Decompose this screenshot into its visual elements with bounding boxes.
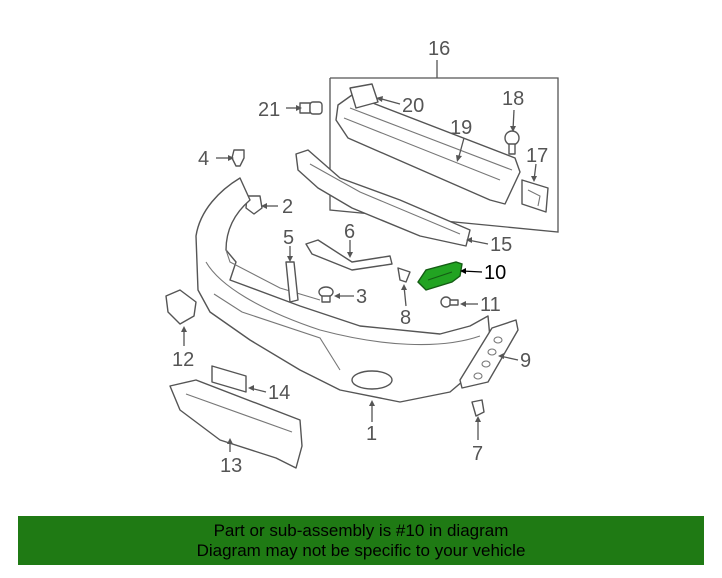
plate-14 bbox=[211, 365, 247, 393]
callout-10: 10 bbox=[484, 262, 506, 284]
callout-12: 12 bbox=[172, 349, 194, 371]
side-bracket bbox=[521, 179, 549, 213]
banner-line-2: Diagram may not be specific to your vehi… bbox=[196, 541, 526, 560]
callout-2: 2 bbox=[282, 196, 293, 218]
side-bracket-9 bbox=[459, 319, 519, 389]
impact-bar bbox=[335, 94, 521, 205]
bracket-5 bbox=[285, 261, 299, 303]
parts-diagram: 16 21 20 18 19 17 4 2 5 6 15 3 10 11 8 9… bbox=[165, 38, 559, 477]
callout-5: 5 bbox=[283, 227, 294, 249]
bumper-cover bbox=[195, 177, 491, 403]
callout-8: 8 bbox=[400, 307, 411, 329]
leader-lines bbox=[181, 96, 537, 452]
callout-13: 13 bbox=[220, 455, 242, 477]
reinforcement-assembly-box bbox=[329, 60, 559, 233]
callout-3: 3 bbox=[356, 286, 367, 308]
clip-7 bbox=[471, 399, 485, 417]
callout-18: 18 bbox=[502, 88, 524, 110]
callout-19: 19 bbox=[450, 117, 472, 139]
callout-4: 4 bbox=[198, 148, 209, 170]
callout-14: 14 bbox=[268, 382, 290, 404]
callout-15: 15 bbox=[490, 234, 512, 256]
banner-line-1: Part or sub-assembly is #10 in diagram bbox=[213, 521, 509, 540]
clip-8 bbox=[397, 267, 411, 283]
callout-21: 21 bbox=[258, 99, 280, 121]
highlighted-bracket-10 bbox=[417, 261, 463, 291]
energy-absorber bbox=[295, 149, 471, 247]
callout-1: 1 bbox=[366, 423, 377, 445]
callout-20: 20 bbox=[402, 95, 424, 117]
clip-3 bbox=[318, 286, 334, 303]
bolt-11 bbox=[440, 296, 459, 308]
bolt-18 bbox=[504, 130, 520, 155]
callout-17: 17 bbox=[526, 145, 548, 167]
bar-bracket bbox=[349, 83, 379, 109]
callout-7: 7 bbox=[472, 443, 483, 465]
callout-9: 9 bbox=[520, 350, 531, 372]
callout-11: 11 bbox=[480, 294, 501, 316]
callout-16: 16 bbox=[428, 38, 450, 60]
bracket-6 bbox=[305, 239, 393, 271]
bracket-12 bbox=[165, 289, 197, 325]
bolt-21 bbox=[299, 101, 323, 115]
info-banner: Part or sub-assembly is #10 in diagram D… bbox=[18, 516, 704, 565]
callout-6: 6 bbox=[344, 221, 355, 243]
undercover-13 bbox=[169, 379, 303, 469]
